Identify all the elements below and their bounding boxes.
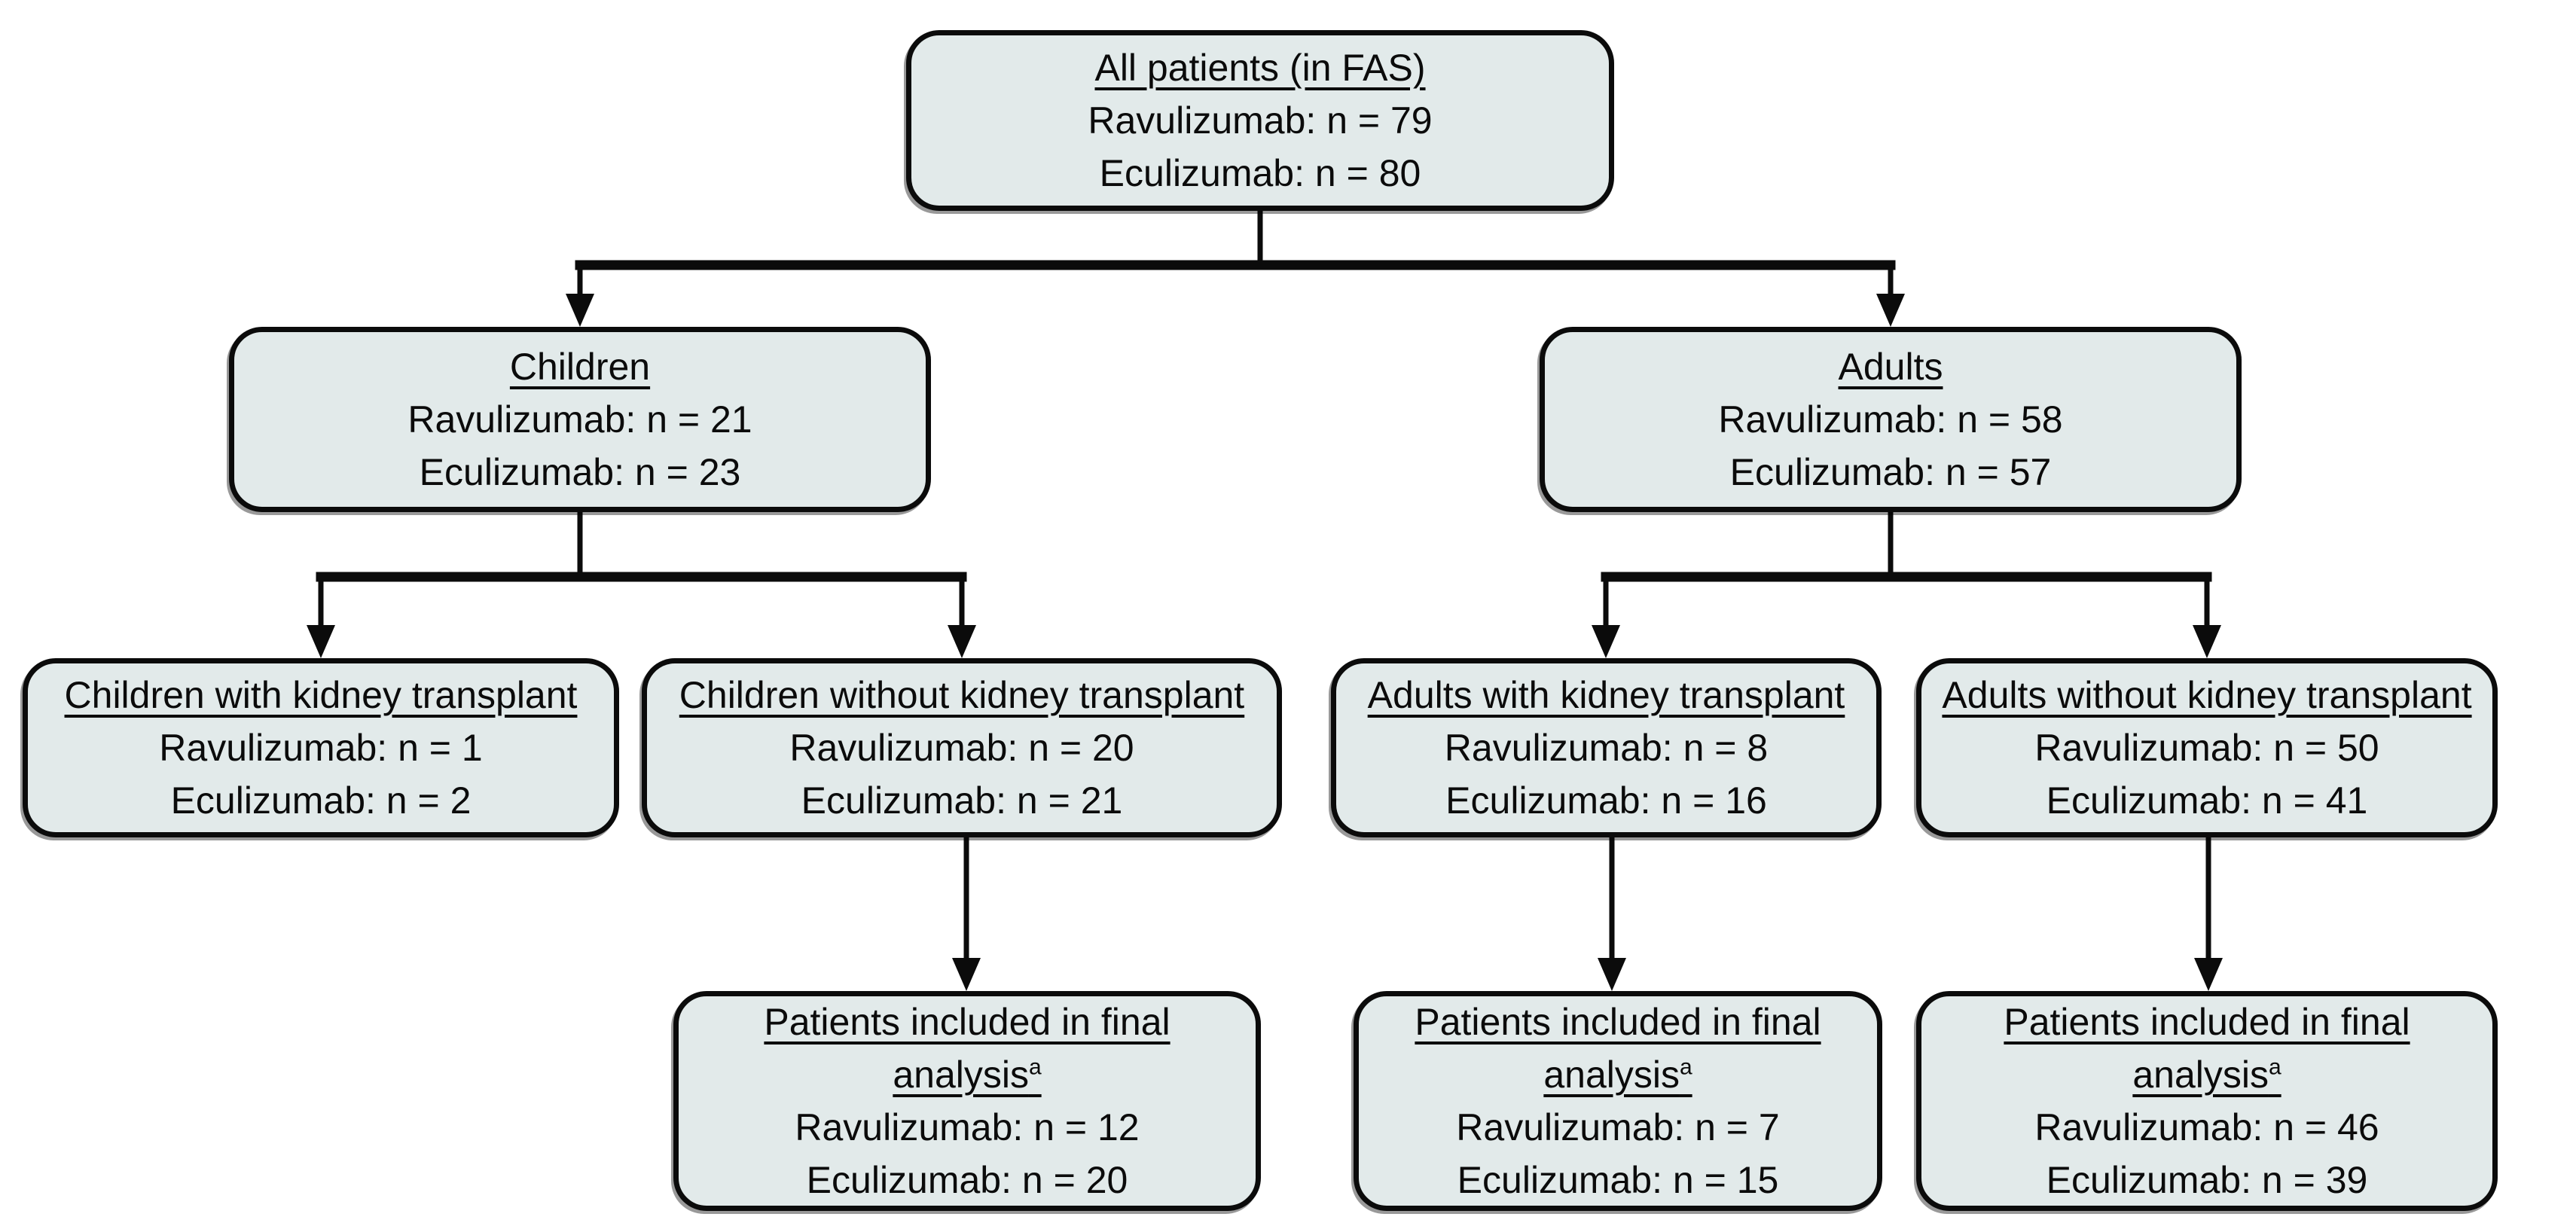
stat-ravulizumab: Ravulizumab: n = 21 [407,398,752,441]
footnote-marker: a [2268,1054,2281,1080]
node-title: Patients included in final analysisa [1372,996,1863,1101]
node-children-without-kidney-transplant: Children without kidney transplant Ravul… [642,658,1282,837]
node-adults-with-kidney-transplant: Adults with kidney transplant Ravulizuma… [1331,658,1882,837]
arrowhead-final-adults-without-kt [2194,958,2223,991]
arrowhead-adults-with-kt [1592,625,1620,658]
node-title: All patients (in FAS) [1094,47,1426,89]
stat-eculizumab: Eculizumab: n = 23 [419,451,741,493]
arrowhead-final-children [952,958,981,991]
node-title: Adults [1838,346,1943,388]
node-final-analysis-adults-with-kt: Patients included in final analysisa Rav… [1354,991,1882,1211]
edge-adults-with-kt-final [1598,837,1626,991]
node-title: Children [509,346,651,388]
node-title: Children with kidney transplant [64,674,578,716]
stat-ravulizumab: Ravulizumab: n = 46 [2034,1106,2379,1148]
footnote-marker: a [1028,1054,1042,1080]
stat-eculizumab: Eculizumab: n = 80 [1099,152,1421,194]
stat-ravulizumab: Ravulizumab: n = 12 [795,1106,1140,1148]
arrowhead-children-with-kt [307,625,335,658]
stat-eculizumab: Eculizumab: n = 15 [1457,1159,1779,1201]
stat-ravulizumab: Ravulizumab: n = 20 [789,727,1134,769]
node-title-text: Patients included in final analysis [1415,1001,1821,1096]
arrowhead-children-without-kt [948,625,976,658]
edge-adults-split [1592,512,2221,658]
stat-ravulizumab: Ravulizumab: n = 58 [1718,398,2063,441]
stat-eculizumab: Eculizumab: n = 41 [2046,779,2368,822]
node-final-analysis-children: Patients included in final analysisa Rav… [673,991,1261,1211]
node-title: Children without kidney transplant [679,674,1245,716]
arrowhead-adults-without-kt [2193,625,2221,658]
stat-eculizumab: Eculizumab: n = 39 [2046,1159,2368,1201]
edge-children-without-kt-final [952,837,981,991]
stat-ravulizumab: Ravulizumab: n = 79 [1088,99,1433,142]
stat-ravulizumab: Ravulizumab: n = 1 [159,727,483,769]
arrowhead-children [566,294,594,327]
node-adults-without-kidney-transplant: Adults without kidney transplant Ravuliz… [1916,658,2498,837]
stat-eculizumab: Eculizumab: n = 57 [1729,451,2052,493]
node-title-text: Patients included in final analysis [764,1001,1170,1096]
node-final-analysis-adults-without-kt: Patients included in final analysisa Rav… [1916,991,2498,1211]
node-title-text: Patients included in final analysis [2004,1001,2410,1096]
stat-ravulizumab: Ravulizumab: n = 7 [1456,1106,1780,1148]
stat-eculizumab: Eculizumab: n = 2 [170,779,472,822]
node-all-patients: All patients (in FAS) Ravulizumab: n = 7… [906,30,1614,211]
edge-children-split [307,512,976,658]
node-children-with-kidney-transplant: Children with kidney transplant Ravulizu… [23,658,619,837]
stat-eculizumab: Eculizumab: n = 16 [1445,779,1767,822]
arrowhead-adults [1876,294,1905,327]
node-title: Adults without kidney transplant [1942,674,2472,716]
stat-ravulizumab: Ravulizumab: n = 50 [2034,727,2379,769]
node-adults: Adults Ravulizumab: n = 58 Eculizumab: n… [1540,327,2242,512]
stat-eculizumab: Eculizumab: n = 20 [806,1159,1128,1201]
edge-all-patients-split [566,211,1905,327]
stat-eculizumab: Eculizumab: n = 21 [801,779,1123,822]
node-title: Adults with kidney transplant [1367,674,1845,716]
edge-adults-without-kt-final [2194,837,2223,991]
footnote-marker: a [1679,1054,1692,1080]
node-title: Patients included in final analysisa [1935,996,2479,1101]
node-title: Patients included in final analysisa [692,996,1242,1101]
arrowhead-final-adults-with-kt [1598,958,1626,991]
stat-ravulizumab: Ravulizumab: n = 8 [1444,727,1769,769]
node-children: Children Ravulizumab: n = 21 Eculizumab:… [229,327,931,512]
